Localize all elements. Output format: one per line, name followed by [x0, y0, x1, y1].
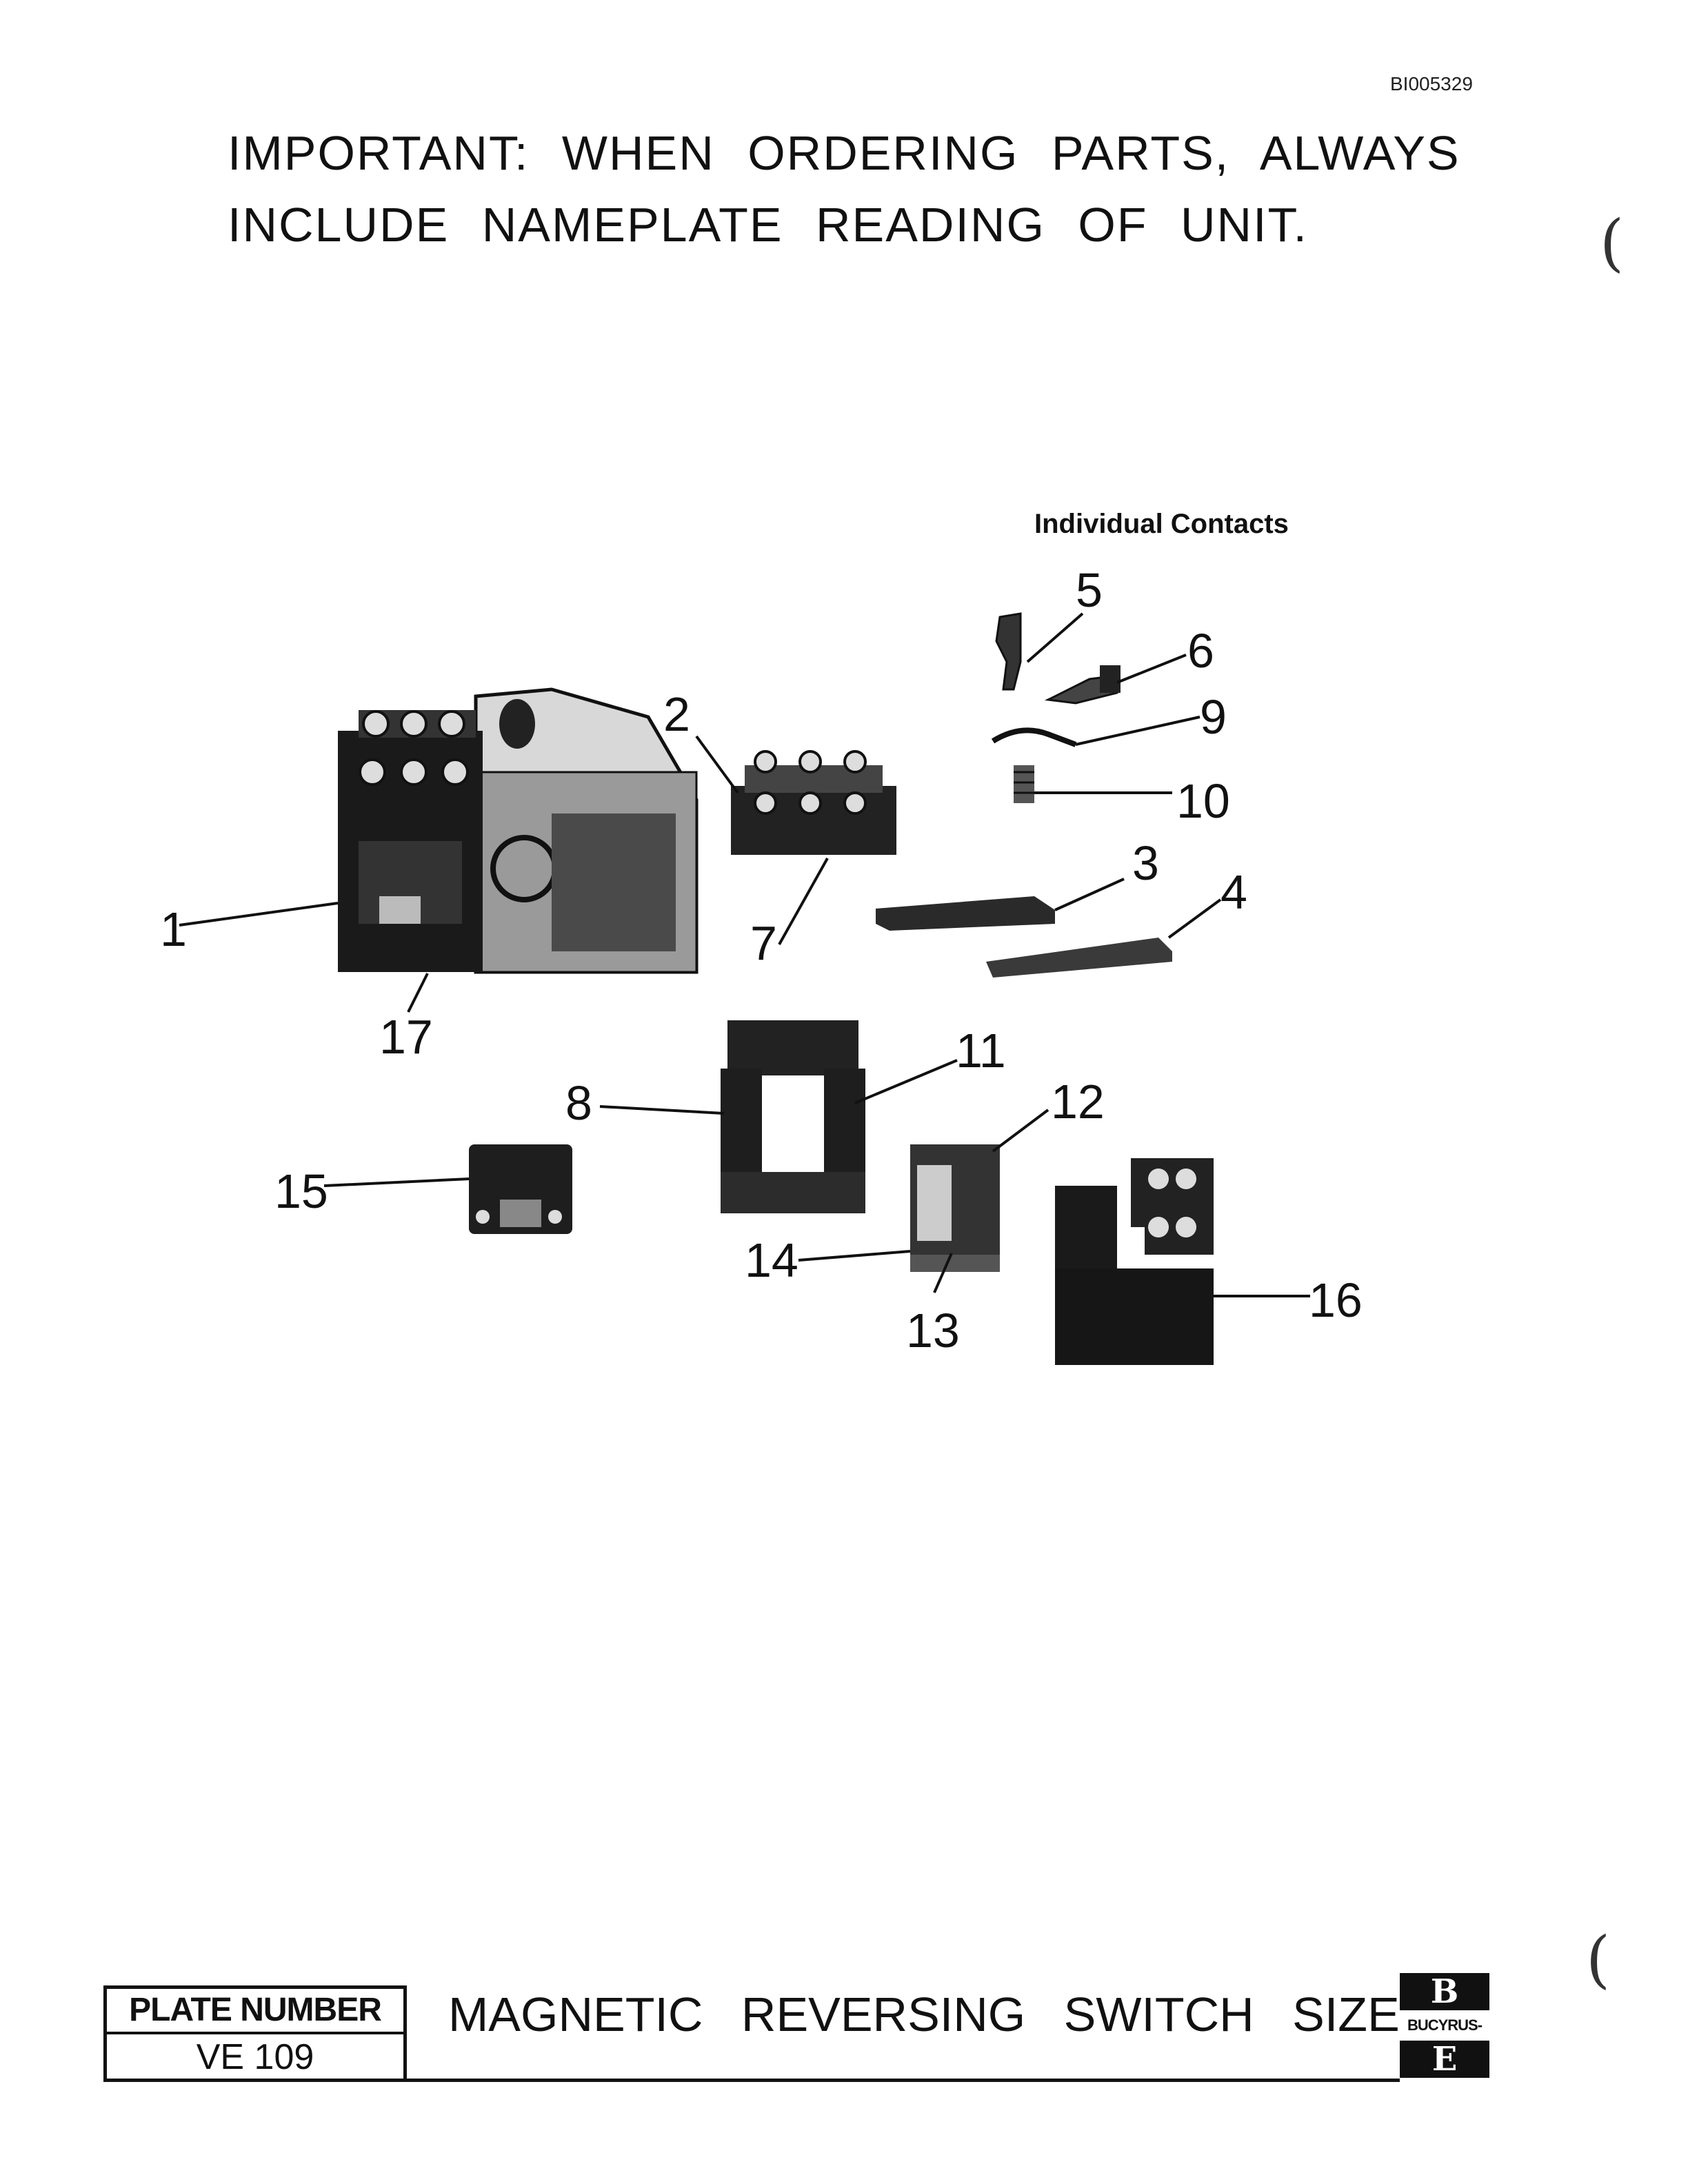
binder-hole-mark-bottom: (: [1586, 1923, 1611, 1996]
leader-lines: [179, 612, 1310, 1297]
callout-15: 15: [274, 1164, 328, 1218]
overload-relay-part: [1055, 1158, 1214, 1365]
callout-8: 8: [565, 1076, 592, 1130]
callout-17: 17: [379, 1010, 433, 1064]
logo-b-mark: B: [1400, 1973, 1489, 2010]
callout-2: 2: [663, 687, 690, 741]
switch-assembly-part: [338, 687, 699, 974]
plate-title: MAGNETIC REVERSING SWITCH SIZE: [448, 1988, 1400, 2041]
coil-part: [469, 1144, 572, 1234]
footer-rule: [407, 2079, 1400, 2082]
callout-3: 3: [1132, 836, 1159, 890]
callout-7: 7: [750, 916, 777, 970]
magnet-frame-part: [721, 1020, 865, 1213]
callout-9: 9: [1200, 690, 1227, 744]
individual-contacts-parts: [991, 612, 1121, 803]
callout-5: 5: [1076, 563, 1103, 617]
logo-company-name: BUCYRUS-ERIE: [1407, 2016, 1483, 2064]
ordering-notice: IMPORTANT: WHEN ORDERING PARTS, ALWAYS I…: [228, 117, 1460, 261]
callout-13: 13: [906, 1304, 960, 1357]
notice-line-2: INCLUDE NAMEPLATE READING OF UNIT.: [228, 198, 1309, 252]
contact-strip-parts: [876, 896, 1172, 978]
notice-line-1: IMPORTANT: WHEN ORDERING PARTS, ALWAYS: [228, 126, 1460, 180]
callout-11: 11: [956, 1024, 1006, 1078]
bucyrus-erie-logo: B BUCYRUS-ERIE E: [1400, 1973, 1489, 2083]
contact-block-part: [731, 750, 896, 855]
logo-e-mark: E: [1400, 2041, 1489, 2078]
individual-contacts-heading: Individual Contacts: [1034, 509, 1289, 539]
plate-number-value: VE 109: [196, 2037, 314, 2077]
callout-16: 16: [1309, 1273, 1363, 1327]
callout-14: 14: [745, 1233, 798, 1287]
callout-12: 12: [1051, 1075, 1105, 1129]
callout-1: 1: [160, 902, 187, 956]
coil-module-part: [910, 1144, 1000, 1272]
callout-10: 10: [1176, 774, 1230, 828]
callout-6: 6: [1187, 624, 1214, 678]
binder-hole-mark-top: (: [1600, 207, 1625, 279]
callout-4: 4: [1220, 865, 1247, 919]
document-id: BI005329: [1390, 73, 1473, 94]
plate-number-label: PLATE NUMBER: [107, 1989, 403, 2034]
plate-number-box: PLATE NUMBER VE 109: [103, 1985, 407, 2082]
